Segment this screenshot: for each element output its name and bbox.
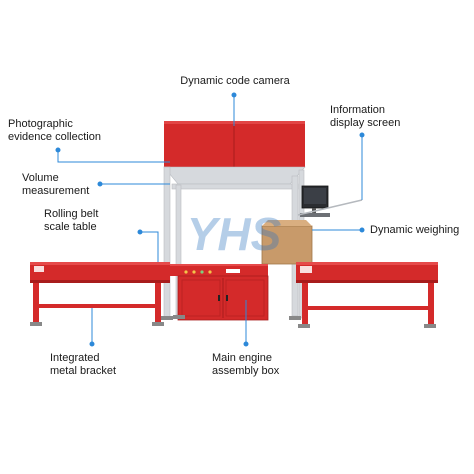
left-conveyor [30, 262, 170, 326]
label-dynamic-code-camera: Dynamic code camera [180, 75, 290, 87]
top-camera-hood [164, 121, 305, 167]
watermark-logo: YHS [187, 208, 282, 260]
monitor [297, 185, 363, 217]
frame-feet [161, 315, 301, 320]
label-main-engine-assembly-box: Main engine assembly box [212, 352, 280, 377]
right-conveyor [296, 262, 438, 328]
label-volume-measurement: Volume measurement [22, 172, 90, 197]
label-integrated-metal-bracket: Integrated metal bracket [50, 352, 117, 377]
upper-frame [163, 166, 306, 319]
parcel-box [261, 220, 313, 265]
label-rolling-belt-scale-table: Rolling belt scale table [44, 208, 99, 233]
label-photographic-evidence: Photographic evidence collection [8, 118, 101, 143]
label-information-display-screen: Information display screen [330, 104, 401, 129]
callout-lines [55, 92, 365, 347]
main-engine-cabinet [177, 275, 269, 321]
label-dynamic-weighing: Dynamic weighing [370, 224, 460, 236]
center-weighing-conveyor [170, 264, 268, 276]
